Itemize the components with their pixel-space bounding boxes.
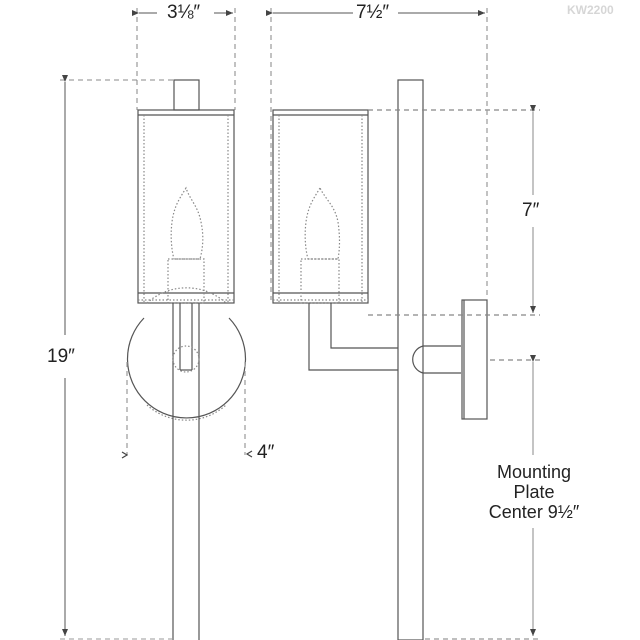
side-view	[270, 8, 540, 640]
mounting-plate-label-line1: Mounting	[496, 462, 572, 482]
shade-height-label: 7″	[522, 200, 540, 221]
front-view	[121, 8, 253, 640]
mounting-plate-label: Mounting Plate Center 9½″	[478, 462, 590, 522]
front-flame-bulb	[170, 186, 204, 260]
side-shade-cage	[272, 109, 369, 304]
watermark-label: KW2200	[567, 3, 614, 17]
front-width-label: 3⅛″	[167, 2, 201, 23]
side-candle	[300, 258, 340, 304]
side-knob	[412, 345, 461, 374]
front-knob-hidden	[172, 345, 200, 373]
side-flame-bulb	[304, 186, 341, 260]
front-candle	[167, 258, 205, 304]
overall-height-dimension	[60, 75, 174, 640]
side-mounting-plate	[461, 299, 488, 420]
mounting-plate-label-line3: Center 9½″	[488, 502, 580, 522]
front-backplate	[126, 317, 247, 419]
side-depth-label: 7½″	[356, 2, 390, 23]
side-arm	[308, 303, 398, 371]
mounting-plate-label-line2: Plate	[513, 482, 555, 502]
front-shade-cage	[137, 109, 235, 304]
front-top-finial	[173, 79, 200, 111]
overall-height-label: 19″	[47, 346, 75, 367]
backplate-diameter-label: 4″	[257, 442, 275, 463]
side-vertical-rod	[397, 79, 424, 640]
